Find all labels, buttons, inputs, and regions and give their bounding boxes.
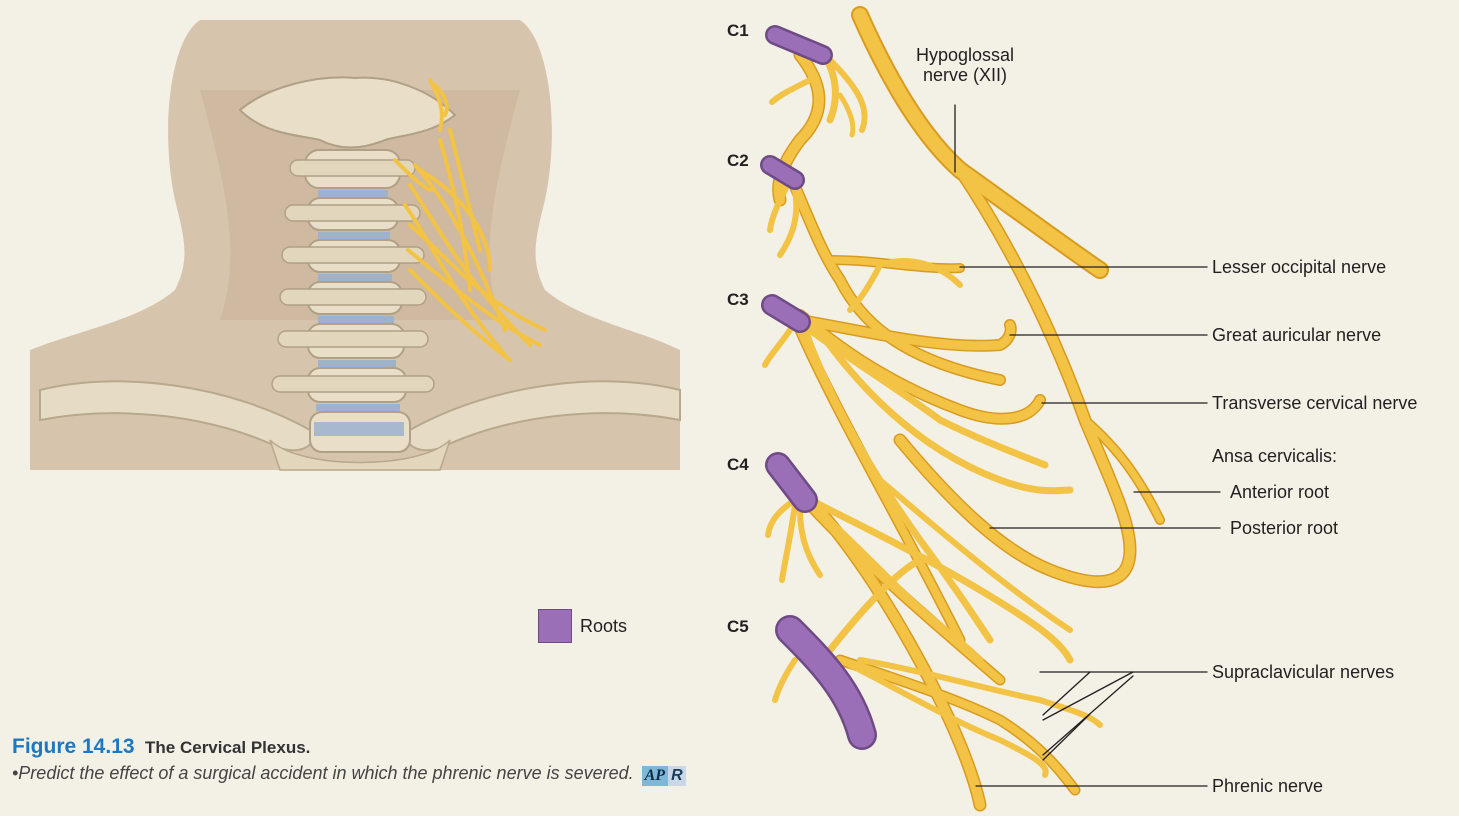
plexus-diagram bbox=[765, 15, 1220, 805]
label-hypoglossal-line2: nerve (XII) bbox=[900, 65, 1030, 85]
label-great-auricular-nerve: Great auricular nerve bbox=[1212, 325, 1381, 345]
label-ansa-cervicalis: Ansa cervicalis: bbox=[1212, 446, 1337, 466]
apr-ap: AP bbox=[642, 766, 668, 786]
legend-label-roots: Roots bbox=[580, 616, 627, 637]
legend-swatch-roots bbox=[538, 609, 572, 643]
apr-r: R bbox=[668, 766, 686, 786]
label-posterior-root: Posterior root bbox=[1230, 518, 1338, 538]
label-phrenic-nerve: Phrenic nerve bbox=[1212, 776, 1323, 796]
level-label-c1: C1 bbox=[727, 21, 749, 41]
figure-caption: Figure 14.13 The Cervical Plexus. •Predi… bbox=[12, 735, 712, 786]
label-supraclavicular-nerves: Supraclavicular nerves bbox=[1212, 662, 1394, 682]
level-label-c3: C3 bbox=[727, 290, 749, 310]
label-transverse-cervical-nerve: Transverse cervical nerve bbox=[1212, 393, 1417, 413]
level-label-c5: C5 bbox=[727, 617, 749, 637]
label-lesser-occipital-nerve: Lesser occipital nerve bbox=[1212, 257, 1386, 277]
label-anterior-root: Anterior root bbox=[1230, 482, 1329, 502]
figure-title: The Cervical Plexus. bbox=[145, 738, 310, 757]
figure-question-text: •Predict the effect of a surgical accide… bbox=[12, 763, 634, 783]
level-label-c2: C2 bbox=[727, 151, 749, 171]
label-hypoglossal-nerve: Hypoglossal nerve (XII) bbox=[900, 45, 1030, 85]
caption-heading: Figure 14.13 The Cervical Plexus. bbox=[12, 735, 712, 759]
figure-question: •Predict the effect of a surgical accide… bbox=[12, 762, 702, 786]
neck-illustration bbox=[30, 20, 680, 470]
label-hypoglossal-line1: Hypoglossal bbox=[900, 45, 1030, 65]
figure-number: Figure 14.13 bbox=[12, 735, 135, 758]
level-label-c4: C4 bbox=[727, 455, 749, 475]
